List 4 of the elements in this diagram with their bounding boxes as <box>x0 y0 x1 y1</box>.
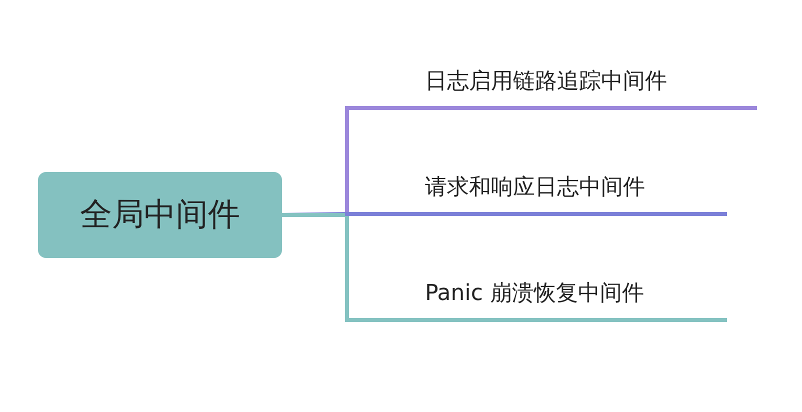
branch-topic: Panic 崩溃恢复中间件 <box>345 272 727 322</box>
branch-topic: 请求和响应日志中间件 <box>345 166 727 216</box>
branch-topic: 日志启用链路追踪中间件 <box>345 60 757 110</box>
central-topic-box: 全局中间件 <box>38 172 282 258</box>
